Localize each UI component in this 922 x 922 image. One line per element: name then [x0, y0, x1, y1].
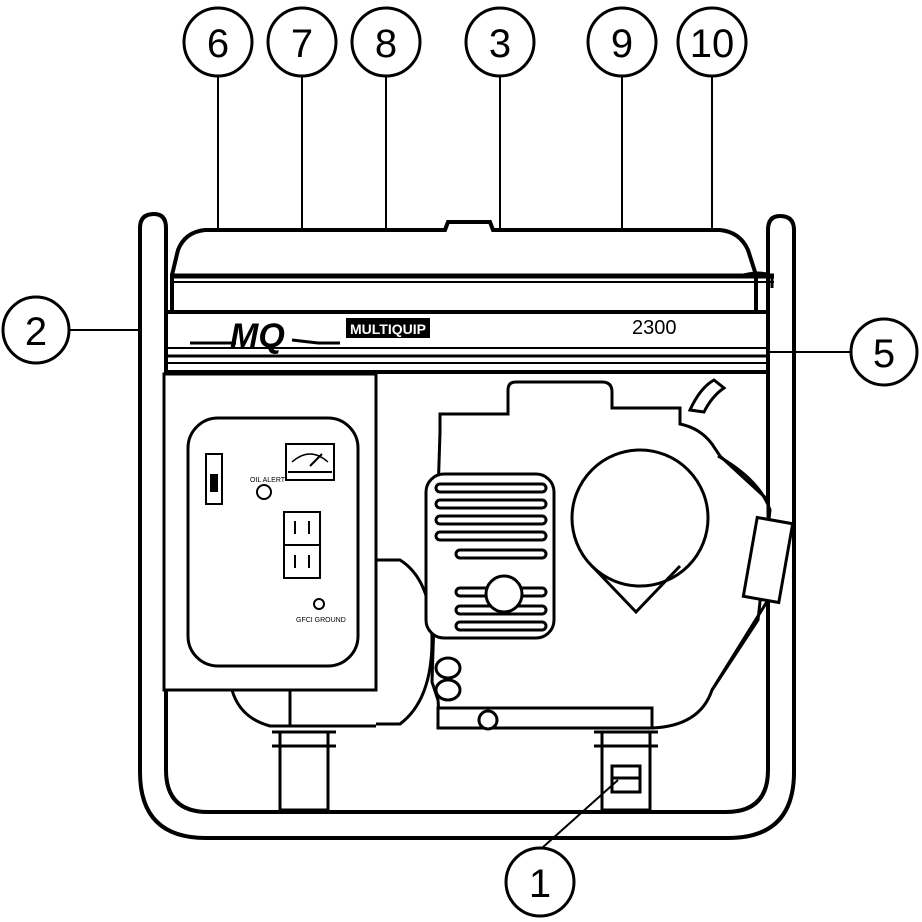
- callout-7: 7: [266, 6, 338, 78]
- callout-9: 9: [586, 6, 658, 78]
- callout-6: 6: [182, 6, 254, 78]
- voltmeter: [285, 443, 335, 481]
- callout-7-label: 7: [291, 22, 313, 66]
- ground-terminal: [313, 598, 325, 610]
- callout-1: 1: [504, 846, 576, 918]
- gfci-ground-label: GFCI GROUND: [296, 617, 346, 624]
- callout-10-label: 10: [690, 22, 735, 66]
- oil-alert-lamp: [256, 484, 272, 500]
- ac-receptacles: [283, 511, 321, 579]
- engine: [424, 378, 795, 731]
- callout-2-label: 2: [25, 310, 47, 354]
- brand-badge: [346, 318, 430, 338]
- nameplate-bar: MQ MULTIQUIP 2300: [164, 310, 770, 374]
- frame: [138, 211, 796, 840]
- callout-5-label: 5: [873, 332, 895, 376]
- air-cleaner: [570, 448, 710, 588]
- fuel-tank: [170, 220, 774, 314]
- callout-8: 8: [350, 6, 422, 78]
- callout-3: 3: [464, 6, 536, 78]
- callout-6-label: 6: [207, 22, 229, 66]
- callout-10: 10: [676, 6, 748, 78]
- control-panel: OIL ALERT GFCI GROUND: [162, 372, 378, 692]
- mounts: [272, 730, 658, 812]
- mq-logo: MQ: [230, 317, 285, 355]
- brand-name: MULTIQUIP: [350, 321, 426, 337]
- oil-alert-label: OIL ALERT: [250, 477, 286, 484]
- callout-5: 5: [849, 317, 919, 387]
- callouts: 6 7 8 3 9 10 2 5: [1, 6, 919, 918]
- leader-lines: [70, 76, 852, 849]
- callout-2: 2: [1, 295, 71, 365]
- callout-3-label: 3: [489, 22, 511, 66]
- model-number: 2300: [632, 317, 677, 339]
- callout-1-label: 1: [529, 862, 551, 906]
- callout-8-label: 8: [375, 22, 397, 66]
- callout-9-label: 9: [611, 22, 633, 66]
